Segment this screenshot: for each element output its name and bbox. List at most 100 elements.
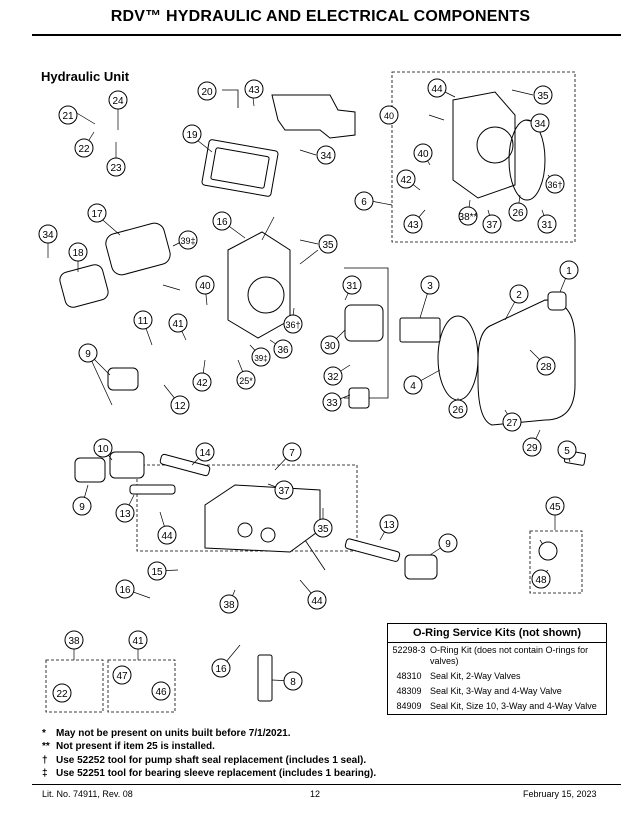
callout-label: 20 <box>201 87 213 98</box>
callout-label: 41 <box>132 636 144 647</box>
callout-label: 30 <box>324 341 336 352</box>
footnote: †Use 52252 tool for pump shaft seal repl… <box>42 754 376 767</box>
callout-label: 31 <box>541 220 553 231</box>
callout-label: 1 <box>566 266 572 277</box>
callout-circles <box>38 78 579 703</box>
group-box-7 <box>136 464 358 552</box>
callout-label: 11 <box>138 316 149 327</box>
footnotes: * May not be present on units built befor… <box>42 727 376 780</box>
callout-label: 35 <box>322 240 334 251</box>
footnote-text: May not be present on units built before… <box>56 728 291 739</box>
callout-label: 42 <box>196 378 208 389</box>
callout-label: 12 <box>174 401 186 412</box>
part-13-valve <box>344 538 401 562</box>
callout-label: 9 <box>445 539 451 550</box>
part-18-pump <box>59 264 109 308</box>
callout-label: 7 <box>289 448 295 459</box>
part-30-pump <box>344 304 384 342</box>
callout-label: 21 <box>62 111 74 122</box>
callout-label: 47 <box>116 671 128 682</box>
callout-label: 31 <box>346 281 358 292</box>
callout-label: 38** <box>459 212 478 223</box>
callout-label: 16 <box>215 664 227 675</box>
part-20-plate <box>271 94 356 139</box>
callout-label: 13 <box>383 520 395 531</box>
part-10-coil <box>109 451 145 479</box>
part-26-oring-upper <box>508 119 546 201</box>
callout-label: 4 <box>410 381 416 392</box>
callout-label: 44 <box>161 531 173 542</box>
footer-date: February 15, 2023 <box>523 789 597 799</box>
callout-label: 16 <box>216 217 228 228</box>
callout-label: 40 <box>199 281 211 292</box>
callout-label: 36† <box>285 320 300 330</box>
callout-label: 36 <box>277 345 289 356</box>
footnote-symbol: ‡ <box>42 767 48 779</box>
part-7-valve-block <box>204 484 321 553</box>
callout-label: 26 <box>512 208 524 219</box>
callout-label: 5 <box>564 446 570 457</box>
kit-number: 48309 <box>396 686 422 696</box>
callout-label: 25* <box>239 376 253 386</box>
part-33-filter <box>348 387 370 409</box>
title-rule <box>32 34 621 36</box>
callout-label: 39‡ <box>180 236 195 246</box>
group-box-40 <box>107 659 176 713</box>
part-14-valve <box>159 453 211 477</box>
page-title: RDV™ HYDRAULIC AND ELECTRICAL COMPONENTS <box>110 8 531 25</box>
callout-label: 33 <box>326 398 338 409</box>
footnote-symbol: * <box>42 728 46 739</box>
group-box-44 <box>529 530 583 594</box>
footer-page-number: 12 <box>310 789 321 799</box>
callout-label: 8 <box>290 677 296 688</box>
callout-label: 6 <box>361 197 367 208</box>
footnote-symbol: ** <box>42 741 50 753</box>
callout-label: 9 <box>79 502 85 513</box>
part-drawings <box>59 91 587 702</box>
kit-description: Seal Kit, 2-Way Valves <box>430 671 521 681</box>
callout-labels: 1 2 3 4 5 6 7 8 9 9 9 10 11 12 13 13 14 … <box>42 84 572 700</box>
oring-kits-table: O-Ring Service Kits (not shown) 52298-3 … <box>387 623 607 715</box>
part-8-bolts <box>257 654 273 702</box>
callout-label: 27 <box>506 418 518 429</box>
callout-label: 40 <box>384 111 394 121</box>
part-13b-valve <box>129 484 176 495</box>
part-1-cap <box>547 291 567 311</box>
callout-label: 9 <box>85 349 91 360</box>
group-box-6 <box>391 71 576 243</box>
bracket-20 <box>222 89 239 108</box>
callout-label: 42 <box>400 175 412 186</box>
callout-label: 34 <box>320 151 332 162</box>
callout-label: 46 <box>155 687 167 698</box>
callout-label: 45 <box>549 502 561 513</box>
footnote-text: Use 52251 tool for bearing sleeve replac… <box>56 767 377 779</box>
kit-description: O-Ring Kit (does not contain O-rings for… <box>430 645 589 666</box>
footnote-text: Not present if item 25 is installed. <box>56 741 215 753</box>
kit-description: Seal Kit, 3-Way and 4-Way Valve <box>430 686 562 696</box>
callout-label: 24 <box>112 96 124 107</box>
callout-label: 34 <box>42 230 54 241</box>
part-9-coil-c <box>107 367 139 391</box>
callout-label: 22 <box>78 144 90 155</box>
callout-label: 37 <box>278 486 290 497</box>
callout-label: 48 <box>535 575 547 586</box>
callout-label: 14 <box>199 448 211 459</box>
callout-label: 17 <box>91 209 103 220</box>
callout-label: 26 <box>452 405 464 416</box>
kits-header: O-Ring Service Kits (not shown) <box>388 624 606 643</box>
callout-label: 39‡ <box>254 354 267 363</box>
callout-label: 3 <box>427 281 433 292</box>
callout-label: 36† <box>547 180 562 190</box>
callout-label: 37 <box>486 220 498 231</box>
kit-row: 52298-3 O-Ring Kit (does not contain O-r… <box>388 643 606 669</box>
part-9-coil-b <box>404 554 438 580</box>
part-26-oring-lower <box>437 315 479 401</box>
callout-label: 15 <box>151 567 163 578</box>
part-2-tank <box>477 299 576 426</box>
section-label: Hydraulic Unit <box>41 69 130 84</box>
callout-label: 19 <box>186 130 198 141</box>
part-9-coil-a <box>74 457 106 483</box>
kit-number: 48310 <box>396 671 422 681</box>
kit-row: 48309 Seal Kit, 3-Way and 4-Way Valve <box>388 684 606 699</box>
